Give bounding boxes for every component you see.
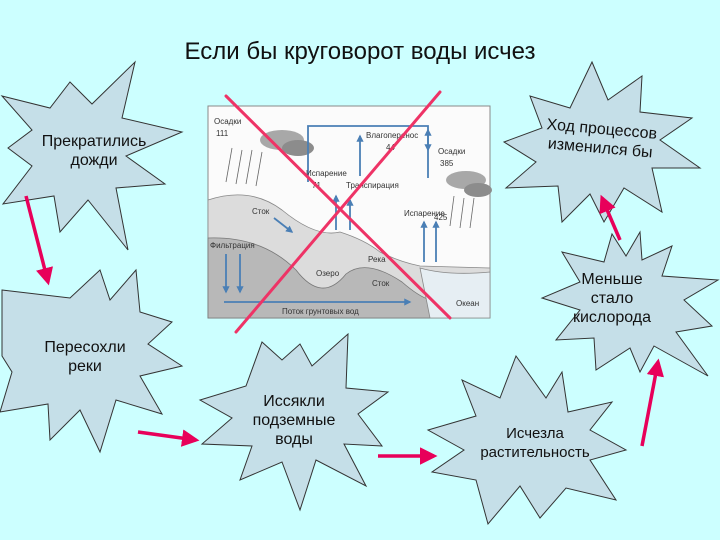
slide-title: Если бы круговорот воды исчез	[184, 38, 536, 65]
arrow-oxygen-to-processes	[599, 194, 622, 241]
burst-rivers	[0, 268, 184, 454]
label-precip-left: Осадки	[214, 117, 241, 126]
label-runoff-2: Сток	[372, 279, 390, 288]
label-precip-right: Осадки	[438, 147, 465, 156]
label-transpiration: Транспирация	[346, 181, 399, 190]
burst-label-vegetation: Исчезла растительность	[480, 425, 590, 461]
label-groundwater-flow: Поток грунтовых вод	[282, 307, 359, 316]
arrow-vegetation-to-oxygen	[640, 358, 664, 447]
burst-oxygen	[540, 230, 720, 377]
burst-label-rivers: Пересохли реки	[44, 339, 126, 375]
burst-label-groundwater: Иссякли подземные воды	[252, 393, 336, 448]
label-filtration: Фильтрация	[210, 241, 255, 250]
label-evap-land: Испарение	[306, 169, 347, 178]
rain-streaks	[225, 147, 475, 229]
flow-arrows	[222, 125, 440, 306]
burst-processes	[502, 60, 702, 224]
label-lake: Озеро	[316, 269, 340, 278]
value-evap-ocean: 425	[434, 213, 448, 222]
label-evap-ocean: Испарение	[404, 209, 445, 218]
value-transport: 44	[386, 143, 395, 152]
cloud-icon	[282, 140, 314, 156]
burst-rain	[0, 60, 184, 251]
burst-groundwater	[198, 332, 390, 512]
arrow-rivers-to-groundwater	[137, 429, 200, 447]
burst-vegetation	[426, 354, 628, 526]
value-precip-right: 385	[440, 159, 454, 168]
sequence-arrows	[24, 194, 664, 465]
ocean-water	[419, 267, 491, 319]
label-transport: Влагоперенос	[366, 131, 418, 140]
cloud-icon	[464, 183, 492, 197]
value-precip-left: 111	[216, 129, 229, 138]
burst-label-rain: Прекратились дожди	[41, 133, 147, 169]
label-river: Река	[368, 255, 386, 264]
label-ocean: Океан	[456, 299, 479, 308]
arrow-rain-to-rivers	[24, 195, 54, 286]
burst-label-oxygen: Меньше стало кислорода	[572, 271, 652, 326]
cross-out-mark	[224, 90, 452, 334]
water-cycle-diagram: Осадки 111 Влагоперенос 44 Осадки 385 Ис…	[207, 105, 492, 319]
label-runoff: Сток	[252, 207, 270, 216]
